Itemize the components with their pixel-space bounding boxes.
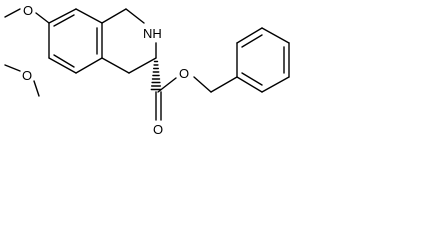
tetrahydro-ring <box>101 8 157 74</box>
benzene-ring-benzyl <box>236 27 290 93</box>
bond <box>261 76 290 93</box>
bond <box>236 76 263 93</box>
ester-group <box>155 76 238 121</box>
atom-label-o: O <box>179 66 189 81</box>
bond <box>101 57 130 74</box>
benzene-ring-fused <box>48 8 103 74</box>
bond <box>53 54 75 68</box>
bond <box>33 80 40 97</box>
bond <box>241 72 263 86</box>
bond <box>128 57 157 74</box>
bond <box>75 57 103 74</box>
bond <box>48 8 77 24</box>
bond <box>210 76 238 93</box>
bond <box>4 8 21 18</box>
methoxy-upper <box>4 8 50 24</box>
bond <box>125 8 145 24</box>
atom-label-o: O <box>23 3 33 18</box>
bond <box>157 77 177 93</box>
bond <box>261 27 290 44</box>
atom-label-o: O <box>153 122 163 137</box>
bond <box>35 12 50 24</box>
methoxy-lower <box>4 64 40 97</box>
bond <box>236 27 263 44</box>
bond <box>53 14 75 27</box>
bond <box>193 76 212 93</box>
stereo-hashed-wedge <box>150 60 162 91</box>
molecule-diagram: O O NH O O <box>4 3 290 137</box>
atom-label-nh: NH <box>143 26 162 41</box>
bond <box>48 57 77 74</box>
bond <box>4 64 21 72</box>
atom-label-o: O <box>22 68 32 83</box>
bond <box>75 8 103 24</box>
bond <box>241 34 263 48</box>
bond <box>101 8 127 24</box>
